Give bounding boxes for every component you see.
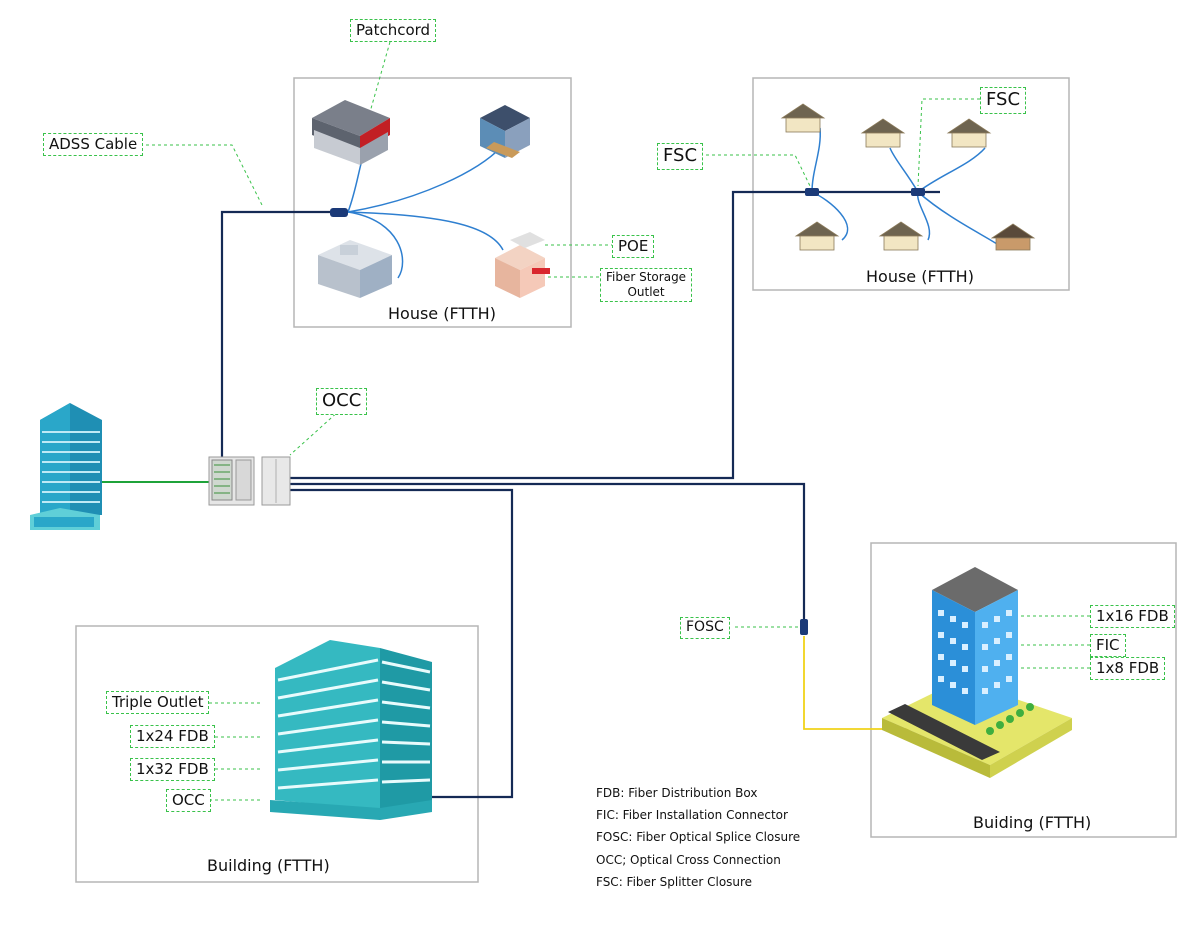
panel-house-right: [752, 77, 1070, 291]
label-occ-building: OCC: [166, 789, 211, 812]
panel-building-left: [75, 625, 479, 883]
splitter-house-top: [330, 208, 348, 217]
caption-house-top: House (FTTH): [388, 304, 496, 323]
central-office-building: [30, 403, 102, 530]
legend-item: OCC; Optical Cross Connection: [596, 852, 781, 867]
label-fic: FIC: [1090, 634, 1126, 657]
caption-building-right: Buiding (FTTH): [973, 813, 1092, 832]
panel-building-right: [870, 542, 1177, 838]
house-icons-right: [780, 103, 1036, 251]
glass-office-building: [270, 640, 432, 820]
label-fsc-right: FSC: [980, 87, 1027, 114]
fiber-storage-line2: Outlet: [627, 285, 665, 299]
occ-cabinet-open: [208, 456, 255, 506]
panel-house-top: [293, 77, 572, 328]
fsc-right-closure: [911, 188, 925, 196]
drop-cables: [347, 127, 1004, 279]
legend-item: FIC: Fiber Installation Connector: [596, 808, 788, 823]
caption-building-left: Building (FTTH): [207, 856, 330, 875]
label-fdb-1x8: 1x8 FDB: [1090, 657, 1166, 680]
fsc-left-closure: [805, 188, 819, 196]
poe-house: [495, 232, 550, 298]
label-triple-outlet: Triple Outlet: [106, 691, 210, 714]
legend-item: FSC: Fiber Splitter Closure: [596, 874, 753, 889]
label-adss-cable: ADSS Cable: [43, 133, 144, 156]
legend-item: FOSC: Fiber Optical Splice Closure: [596, 830, 801, 845]
label-fosc: FOSC: [680, 617, 730, 639]
fiber-storage-line1: Fiber Storage: [606, 270, 687, 284]
caption-house-right: House (FTTH): [866, 267, 974, 286]
occ-cabinet-closed: [261, 456, 291, 506]
trunk-cables: [220, 190, 940, 799]
blue-tower-building: [882, 567, 1072, 778]
label-occ-top: OCC: [316, 388, 368, 415]
leader-lines: [140, 41, 1090, 801]
legend-item: FDB: Fiber Distribution Box: [596, 786, 758, 800]
office-building-white: [318, 240, 392, 298]
fosc-closure: [800, 619, 808, 635]
shop-building: [312, 100, 390, 165]
label-patchcord: Patchcord: [350, 19, 437, 42]
apartment-building-small: [480, 105, 530, 158]
label-fiber-storage-outlet: Fiber Storage Outlet: [600, 268, 693, 302]
label-fdb-1x32: 1x32 FDB: [130, 758, 215, 781]
label-poe: POE: [612, 235, 655, 258]
legend: FDB: Fiber Distribution Box FIC: Fiber I…: [596, 782, 800, 893]
label-fdb-1x24: 1x24 FDB: [130, 725, 215, 748]
label-fdb-1x16: 1x16 FDB: [1090, 605, 1175, 628]
label-fsc-left: FSC: [657, 143, 704, 170]
